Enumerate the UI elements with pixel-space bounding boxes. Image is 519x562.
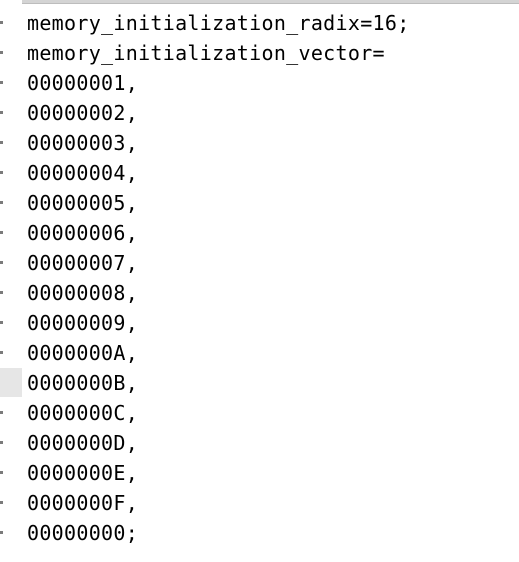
gutter-marker [0, 171, 3, 174]
code-line-value[interactable]: 00000009, [27, 311, 139, 335]
code-line-value[interactable]: 00000001, [27, 71, 139, 95]
code-line-vector[interactable]: memory_initialization_vector= [27, 41, 385, 65]
gutter-marker [0, 501, 3, 504]
gutter-marker [0, 291, 3, 294]
gutter-marker [0, 231, 3, 234]
gutter-marker [0, 201, 3, 204]
code-line-radix[interactable]: memory_initialization_radix=16; [27, 11, 410, 35]
gutter-marker [0, 411, 3, 414]
code-line-value[interactable]: 0000000E, [27, 461, 139, 485]
code-line-value[interactable]: 00000005, [27, 191, 139, 215]
code-line-value[interactable]: 0000000A, [27, 341, 139, 365]
gutter-marker [0, 81, 3, 84]
gutter-marker [0, 321, 3, 324]
gutter-marker [0, 531, 3, 534]
code-line-value[interactable]: 00000006, [27, 221, 139, 245]
code-line-value[interactable]: 00000008, [27, 281, 139, 305]
code-line-value[interactable]: 0000000B, [27, 371, 139, 395]
text-editor[interactable]: memory_initialization_radix=16; memory_i… [27, 8, 410, 548]
gutter-marker [0, 141, 3, 144]
current-line-gutter-highlight [0, 368, 22, 397]
window-top-border [0, 0, 519, 4]
code-line-value[interactable]: 00000004, [27, 161, 139, 185]
gutter-marker [0, 111, 3, 114]
gutter-marker [0, 261, 3, 264]
code-line-value[interactable]: 0000000C, [27, 401, 139, 425]
gutter-marker [0, 441, 3, 444]
line-gutter [0, 0, 22, 562]
code-line-value[interactable]: 00000000; [27, 521, 139, 545]
code-line-value[interactable]: 0000000D, [27, 431, 139, 455]
gutter-marker [0, 51, 3, 54]
code-line-value[interactable]: 00000007, [27, 251, 139, 275]
code-line-value[interactable]: 00000003, [27, 131, 139, 155]
gutter-marker [0, 471, 3, 474]
code-line-value[interactable]: 00000002, [27, 101, 139, 125]
gutter-marker [0, 21, 3, 24]
code-line-value[interactable]: 0000000F, [27, 491, 139, 515]
gutter-marker [0, 351, 3, 354]
